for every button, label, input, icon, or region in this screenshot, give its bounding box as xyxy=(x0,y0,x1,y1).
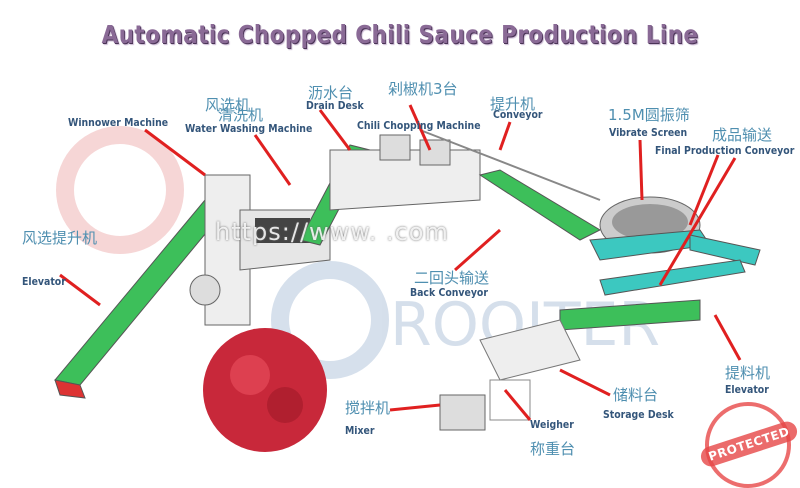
chopped-chili-photo xyxy=(203,328,327,452)
elevator-left-label-zh: 风选提升机 xyxy=(22,229,98,247)
winnower-label-en: Winnower Machine xyxy=(68,116,169,129)
back-label-zh: 二回头输送 xyxy=(414,269,490,287)
diagram-title: Automatic Chopped Chili Sauce Production… xyxy=(101,20,699,49)
storage-label-zh: 储料台 xyxy=(613,386,659,404)
elevator-left-label-en: Elevator xyxy=(22,275,66,288)
weigher-label-en: Weigher xyxy=(530,418,574,431)
lift-conveyor xyxy=(478,169,602,241)
winnower-label-zh: 风选机 xyxy=(205,96,251,114)
weigher-label-zh: 称重台 xyxy=(530,440,576,458)
washing-label-en: Water Washing Machine xyxy=(185,122,313,135)
drain-label-en: Drain Desk xyxy=(306,99,364,112)
conveyor-label-zh: 提升机 xyxy=(490,95,536,113)
vibrate-label-zh: 1.5M圆振筛 xyxy=(608,106,690,124)
vibrate-label-en: Vibrate Screen xyxy=(609,126,688,139)
drain-label-zh: 沥水台 xyxy=(308,84,354,102)
storage-desk xyxy=(479,319,581,381)
conveyor-label-en: Conveyor xyxy=(493,108,543,121)
washing-label-zh: 清洗机 xyxy=(218,106,264,124)
elevator-right-label-en: Elevator xyxy=(725,383,769,396)
chopping-label-zh: 剁椒机3台 xyxy=(388,80,458,98)
back-label-en: Back Conveyor xyxy=(410,286,488,299)
elevator-right-label-zh: 提料机 xyxy=(725,364,771,382)
mixer-machine xyxy=(439,394,486,431)
final-label-zh: 成品输送 xyxy=(712,126,773,144)
watermark-url: https://www. .com xyxy=(215,218,449,246)
final-label-en: Final Production Conveyor xyxy=(655,144,795,157)
pointer-arrows xyxy=(59,104,742,421)
production-line-diagram: ROOITER xyxy=(54,104,761,452)
stamp-text: PROTECTED xyxy=(698,419,800,469)
storage-label-en: Storage Desk xyxy=(603,408,674,421)
protected-stamp: PROTECTED xyxy=(698,402,800,488)
chopping-label-en: Chili Chopping Machine xyxy=(357,119,481,132)
mixer-label-en: Mixer xyxy=(345,424,375,437)
mixer-label-zh: 搅拌机 xyxy=(345,399,391,417)
